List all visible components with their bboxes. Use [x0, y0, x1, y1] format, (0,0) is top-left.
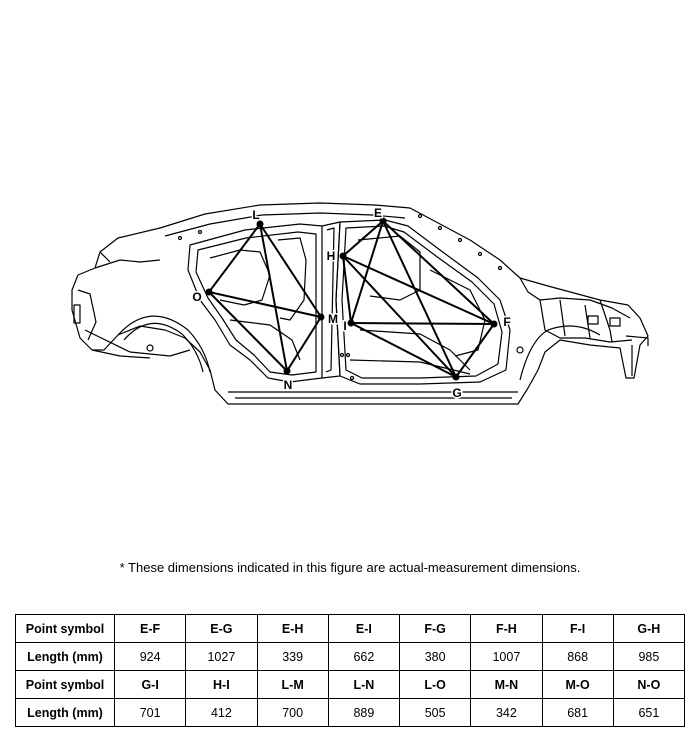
measure-line-m-n — [286, 316, 322, 372]
measure-line-f-h — [342, 255, 495, 325]
length-cell: 651 — [612, 698, 686, 727]
point-symbol-cell: G-H — [612, 614, 686, 643]
point-symbol-cell: E-F — [113, 614, 187, 643]
measure-line-e-g — [382, 220, 457, 378]
point-symbol-cell: F-G — [398, 614, 472, 643]
point-m-label: M — [328, 312, 338, 326]
point-symbol-cell: F-H — [470, 614, 543, 643]
length-cell: 985 — [612, 642, 686, 671]
length-cell: 924 — [113, 642, 187, 671]
point-e-marker — [379, 217, 387, 225]
point-symbol-cell: L-O — [398, 670, 472, 699]
measure-line-l-n — [259, 223, 288, 372]
point-n-marker — [283, 367, 291, 375]
measurement-points — [205, 217, 498, 381]
point-m-marker — [317, 313, 325, 321]
length-cell: 1007 — [470, 642, 543, 671]
measurement-note: * These dimensions indicated in this fig… — [119, 560, 581, 575]
point-symbol-cell: M-N — [470, 670, 543, 699]
point-symbol-cell: H-I — [185, 670, 258, 699]
length-cell: 342 — [470, 698, 543, 727]
measure-line-g-h — [342, 255, 457, 378]
measure-line-l-m — [259, 223, 322, 318]
measure-line-h-i — [342, 255, 352, 324]
point-symbol-cell: G-I — [113, 670, 187, 699]
point-symbol-cell: F-I — [541, 614, 614, 643]
point-symbol-cell: E-I — [327, 614, 401, 643]
length-cell: 380 — [398, 642, 472, 671]
point-h-label: H — [327, 249, 336, 263]
measurement-lines — [208, 220, 495, 378]
length-cell: 505 — [398, 698, 472, 727]
body-side-diagram: E F G H I L M N O — [71, 202, 649, 405]
point-symbol-cell: M-O — [541, 670, 614, 699]
row-header-point-symbol: Point symbol — [15, 614, 115, 643]
point-i-marker — [347, 319, 355, 327]
point-n-label: N — [284, 378, 293, 392]
point-symbol-cell: L-N — [327, 670, 401, 699]
point-o-marker — [205, 288, 213, 296]
measure-line-n-o — [208, 291, 288, 372]
row-header-length: Length (mm) — [15, 642, 115, 671]
length-cell: 700 — [256, 698, 329, 727]
length-cell: 868 — [541, 642, 614, 671]
length-cell: 681 — [541, 698, 614, 727]
point-g-label: G — [452, 386, 461, 400]
length-cell: 339 — [256, 642, 329, 671]
length-cell: 701 — [113, 698, 187, 727]
length-cell: 662 — [327, 642, 401, 671]
row-header-point-symbol: Point symbol — [15, 670, 115, 699]
point-l-label: L — [252, 208, 259, 222]
length-cell: 1027 — [185, 642, 258, 671]
measure-line-e-i — [350, 220, 384, 324]
measure-line-m-o — [208, 291, 322, 318]
measure-line-l-o — [208, 223, 261, 293]
point-f-marker — [490, 320, 498, 328]
point-labels: E F G H I L M N O — [191, 205, 512, 402]
measure-line-e-f — [382, 220, 495, 325]
point-e-label: E — [374, 206, 382, 220]
point-o-label: O — [192, 290, 201, 304]
row-header-length: Length (mm) — [15, 698, 115, 727]
point-i-label: I — [343, 319, 346, 333]
length-cell: 889 — [327, 698, 401, 727]
measure-line-f-g — [455, 323, 495, 378]
point-l-marker — [256, 220, 264, 228]
point-h-marker — [339, 252, 347, 260]
measure-line-e-h — [342, 220, 384, 257]
car-body-outline — [71, 202, 649, 405]
length-cell: 412 — [185, 698, 258, 727]
point-f-label: F — [503, 315, 510, 329]
measure-line-f-i — [350, 322, 495, 325]
point-symbol-cell: L-M — [256, 670, 329, 699]
point-symbol-cell: E-H — [256, 614, 329, 643]
point-symbol-cell: E-G — [185, 614, 258, 643]
point-g-marker — [452, 373, 460, 381]
measure-line-g-i — [350, 322, 457, 378]
point-symbol-cell: N-O — [612, 670, 686, 699]
